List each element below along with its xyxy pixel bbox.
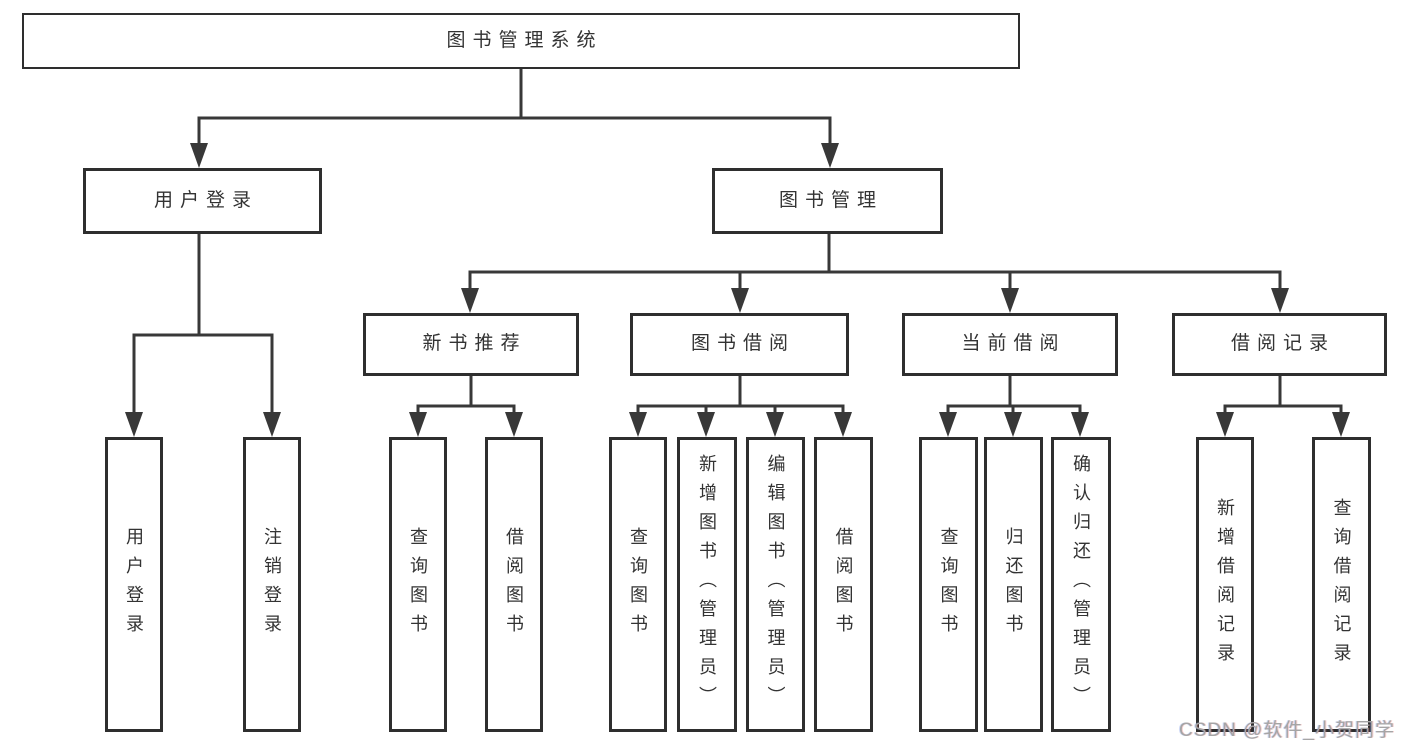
leaf-query-books-current: 查询图书: [919, 437, 978, 732]
node-current-borrow: 当前借阅: [902, 313, 1118, 376]
leaf-borrow-books-recommend: 借阅图书: [485, 437, 543, 732]
node-current-borrow-label: 当前借阅: [961, 333, 1066, 355]
leaf-add-book-admin-label: 新增图书（管理员）: [697, 454, 717, 715]
leaf-borrow-books: 借阅图书: [814, 437, 873, 732]
leaf-confirm-return-admin: 确认归还（管理员）: [1051, 437, 1111, 732]
node-new-book-recommend: 新书推荐: [363, 313, 579, 376]
node-new-book-recommend-label: 新书推荐: [422, 333, 527, 355]
leaf-query-books-borrow-label: 查询图书: [628, 526, 648, 643]
node-borrow-records: 借阅记录: [1172, 313, 1387, 376]
node-library-system-label: 图书管理系统: [446, 29, 603, 51]
leaf-query-borrow-record-label: 查询借阅记录: [1331, 497, 1352, 672]
leaf-add-book-admin: 新增图书（管理员）: [677, 437, 737, 732]
node-book-management: 图书管理: [712, 168, 943, 234]
leaf-query-borrow-record: 查询借阅记录: [1312, 437, 1371, 732]
node-book-management-label: 图书管理: [778, 189, 883, 211]
leaf-add-borrow-record-label: 新增借阅记录: [1215, 497, 1235, 672]
leaf-user-login-label: 用户登录: [124, 526, 144, 643]
leaf-edit-book-admin: 编辑图书（管理员）: [746, 437, 805, 732]
leaf-logout: 注销登录: [243, 437, 301, 732]
leaf-borrow-books-label: 借阅图书: [833, 526, 854, 643]
node-book-borrow: 图书借阅: [630, 313, 849, 376]
leaf-confirm-return-admin-label: 确认归还（管理员）: [1071, 454, 1091, 715]
leaf-return-book: 归还图书: [984, 437, 1043, 732]
leaf-query-books-borrow: 查询图书: [609, 437, 667, 732]
leaf-query-books-recommend-label: 查询图书: [408, 526, 428, 643]
node-user-login-label: 用户登录: [153, 189, 258, 211]
leaf-add-borrow-record: 新增借阅记录: [1196, 437, 1254, 732]
leaf-borrow-books-recommend-label: 借阅图书: [504, 526, 524, 643]
node-user-login: 用户登录: [83, 168, 322, 234]
leaf-user-login: 用户登录: [105, 437, 163, 732]
leaf-logout-label: 注销登录: [262, 526, 282, 643]
csdn-watermark: CSDN @软件_小贺同学: [1179, 720, 1395, 741]
leaf-query-books-recommend: 查询图书: [389, 437, 447, 732]
node-library-system: 图书管理系统: [22, 13, 1020, 69]
leaf-return-book-label: 归还图书: [1003, 526, 1024, 643]
node-borrow-records-label: 借阅记录: [1230, 333, 1335, 355]
node-book-borrow-label: 图书借阅: [690, 333, 795, 355]
leaf-query-books-current-label: 查询图书: [938, 526, 959, 643]
leaf-edit-book-admin-label: 编辑图书（管理员）: [765, 454, 786, 715]
